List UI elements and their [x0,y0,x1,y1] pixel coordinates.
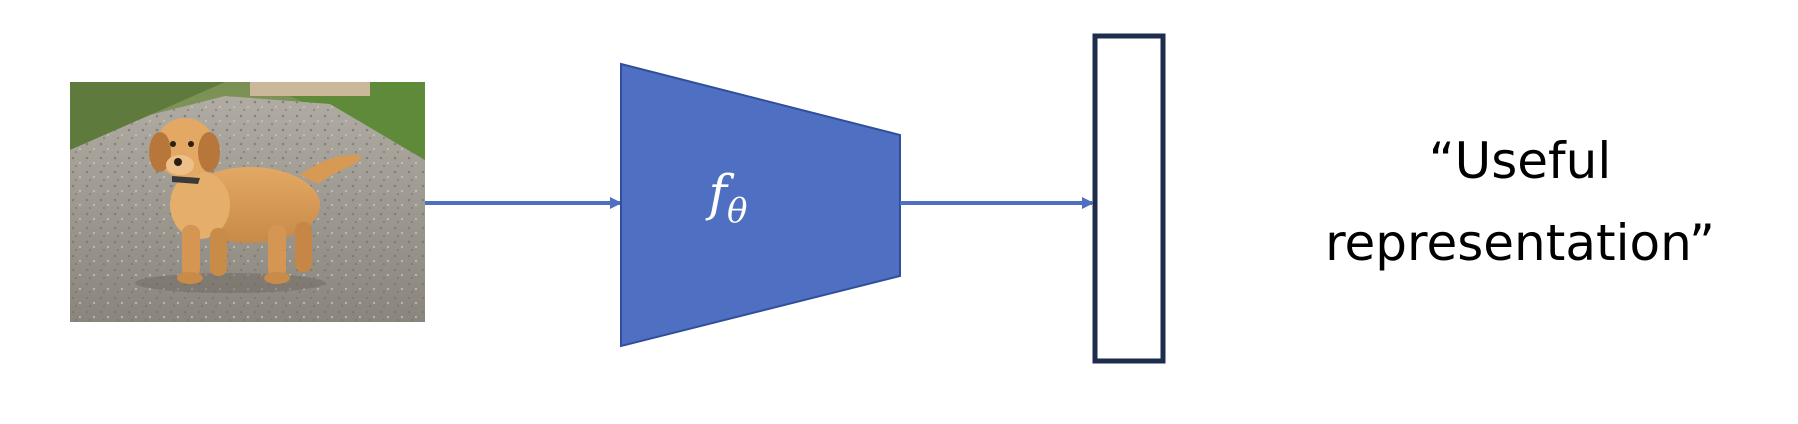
input-image [70,82,425,322]
caption-line-2: representation” [1325,214,1715,272]
puppy [135,118,362,293]
representation-vector [1092,33,1166,364]
grass-left [70,82,225,150]
grass-right [260,82,425,160]
caption-line-1: “Useful [1429,132,1612,190]
encoder-subscript: θ [727,191,747,231]
encoder-trapezoid [620,62,901,348]
